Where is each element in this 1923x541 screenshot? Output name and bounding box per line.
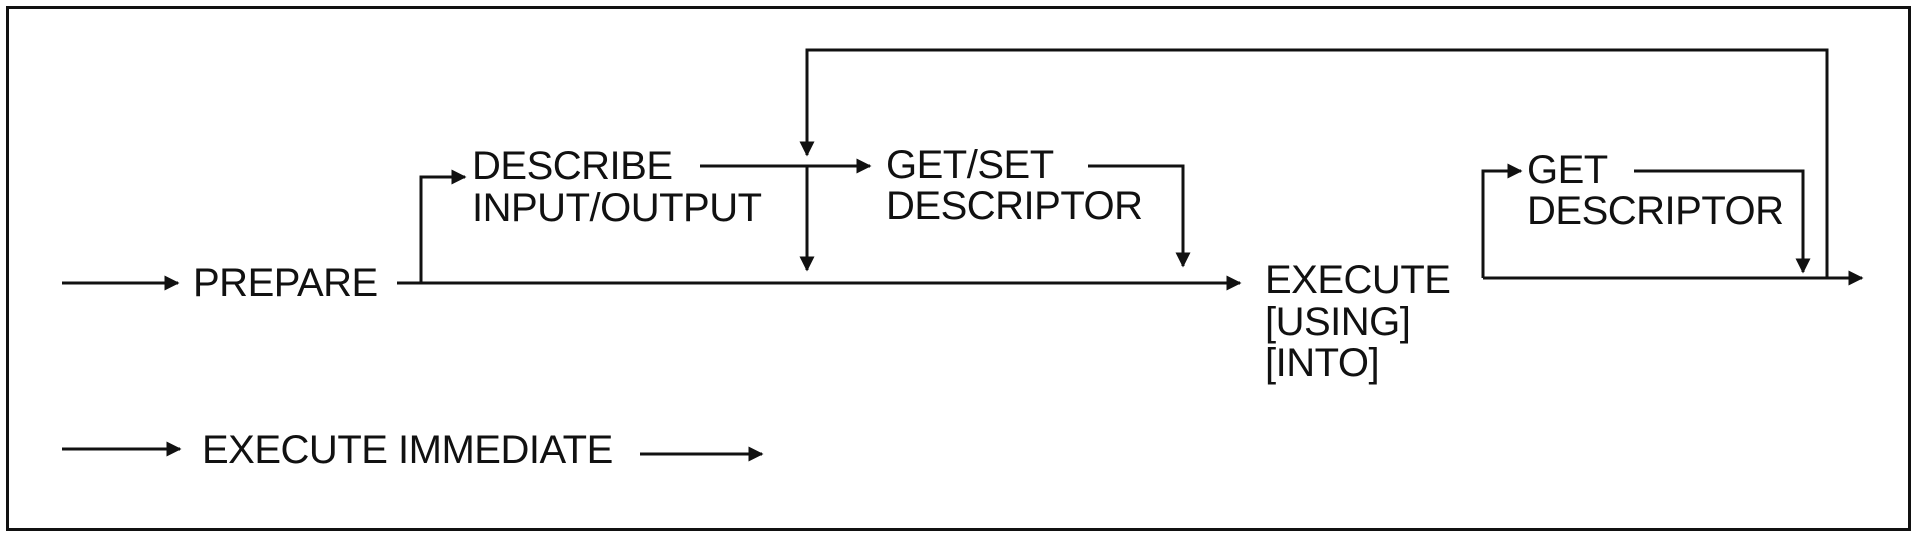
node-describe-line1: DESCRIBE <box>472 144 673 188</box>
diagram-frame <box>6 6 1911 531</box>
node-getset-line1: GET/SET <box>886 143 1054 187</box>
node-prepare: PREPARE <box>193 261 378 305</box>
node-get-line1: GET <box>1527 148 1608 192</box>
edge-prepare-describe <box>419 169 467 283</box>
node-execute-line2: [USING] <box>1265 300 1411 344</box>
node-execute-line3: [INTO] <box>1265 341 1380 385</box>
node-execute-immediate: EXECUTE IMMEDIATE <box>202 428 613 472</box>
edge-execute-get <box>1481 163 1523 278</box>
node-getset-line2: DESCRIPTOR <box>886 184 1143 228</box>
node-get-line2: DESCRIPTOR <box>1527 189 1784 233</box>
edge-getset-main <box>1088 164 1191 268</box>
edge-get-end <box>1634 169 1811 274</box>
edge-loop-back <box>799 48 1829 278</box>
node-describe-line2: INPUT/OUTPUT <box>472 186 762 230</box>
node-execute-line1: EXECUTE <box>1265 258 1451 302</box>
